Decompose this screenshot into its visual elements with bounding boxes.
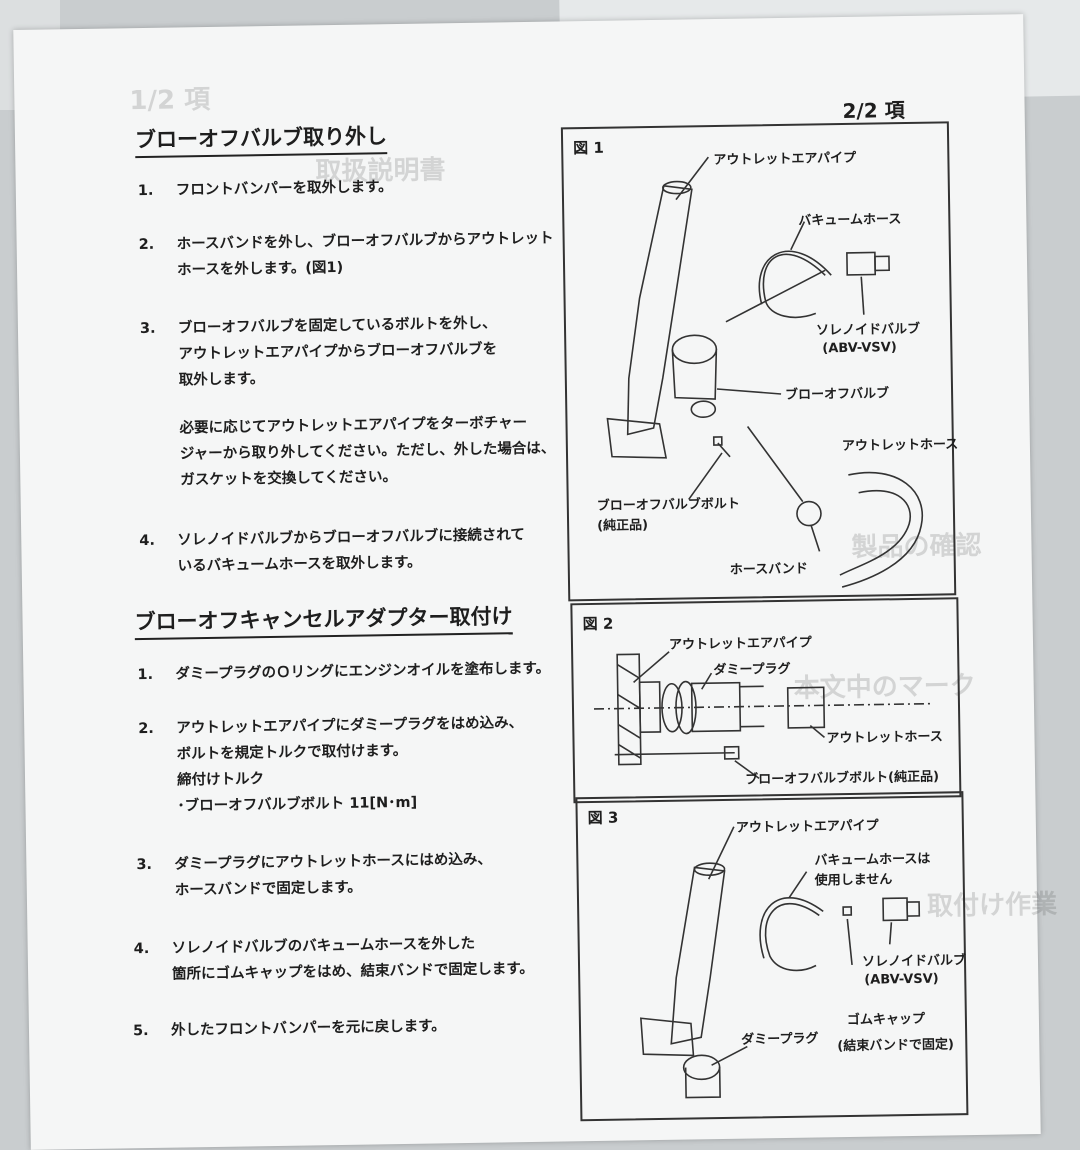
fig1-label-outlet-air-pipe: アウトレットエアパイプ — [713, 150, 857, 169]
section-title-removal: ブローオフバルブ取り外し — [134, 120, 388, 159]
page-number: 2/2 項 — [842, 98, 905, 123]
fig3-label-dummy-plug: ダミープラグ — [741, 1031, 819, 1048]
fig3-label-outlet-air-pipe: アウトレットエアパイプ — [735, 818, 879, 836]
install-step-1: 1.ダミープラグのＯリングにエンジンオイルを塗布します。 — [137, 660, 551, 684]
fig1-label-blow-off-valve: ブローオフバルブ — [784, 386, 890, 403]
bleed-through-text: 1/2 項 — [129, 84, 211, 117]
removal-step-3: 3.ブローオフバルブを固定しているボルトを外し、アウトレットエアパイプからブロー… — [139, 315, 498, 389]
fig1-label-solenoid-code: (ABV-VSV) — [822, 340, 897, 357]
install-step-4: 4.ソレノイドバルブのバキュームホースを外した箇所にゴムキャップをはめ、結束バン… — [133, 935, 534, 983]
fig2-label-bolt: ブローオフバルブボルト(純正品) — [745, 769, 940, 788]
removal-step-4: 4.ソレノイドバルブからブローオフバルブに接続されているバキュームホースを取外し… — [139, 527, 525, 575]
fig1-label-vacuum-hose: バキュームホース — [798, 212, 902, 229]
removal-step-2: 2.ホースバンドを外し、ブローオフバルブからアウトレットホースを外します。(図1… — [138, 230, 554, 279]
fig3-label-solenoid-valve: ソレノイドバルブ — [861, 953, 967, 970]
fig2-label-outlet-hose: アウトレットホース — [826, 729, 943, 747]
figure-2-drawing — [593, 651, 934, 780]
fig3-label-rubber-cap: ゴムキャップ — [846, 1011, 926, 1029]
install-step-2: 2.アウトレットエアパイプにダミープラグをはめ込み、ボルトを規定トルクで取付けま… — [138, 715, 524, 815]
fig1-label-bolt-note: (純正品) — [597, 518, 649, 534]
fig3-label-vacuum-hose-line1: バキュームホースは — [814, 851, 931, 869]
fig2-label-outlet-air-pipe: アウトレットエアパイプ — [668, 635, 812, 653]
fig1-label-bolt: ブローオフバルブボルト — [596, 496, 740, 514]
fig1-label-outlet-hose: アウトレットホース — [841, 437, 959, 455]
fig3-label-vacuum-hose-line2: 使用しません — [814, 872, 893, 889]
figure-1: 図 1 — [560, 121, 959, 602]
fig3-label-solenoid-code: (ABV-VSV) — [864, 971, 939, 988]
section-title-installation: ブローオフキャンセルアダプター取付け — [134, 600, 513, 641]
removal-step-1: 1.フロントバンパーを取外します。 — [137, 179, 393, 200]
figure-2: 図 2 アウトレットエアパイプ ダミープラグ アウトレット — [570, 597, 962, 804]
install-step-3: 3.ダミープラグにアウトレットホースにはめ込み、ホースバンドで固定します。 — [136, 851, 492, 899]
figure-3: 図 3 アウトレットエアパイプ バキュームホースは 使用し — [575, 791, 969, 1122]
fig1-label-hose-band: ホースバンド — [729, 561, 808, 578]
figure-3-drawing — [640, 826, 921, 1099]
install-step-5: 5.外したフロントバンパーを元に戻します。 — [132, 1018, 446, 1040]
fig1-label-solenoid-valve: ソレノイドバルブ — [815, 321, 921, 339]
fig2-label-dummy-plug: ダミープラグ — [713, 661, 791, 679]
fig3-label-rubber-cap-note: (結束バンドで固定) — [837, 1037, 954, 1055]
removal-note: 必要に応じてアウトレットエアパイプをターボチャージャーから取り外してください。た… — [179, 414, 556, 489]
figure-1-drawing — [606, 156, 924, 588]
instruction-sheet: 1/2 項 取扱説明書 製品の確認 本文中のマーク 取付け作業 2/2 項 ブロ… — [13, 14, 1057, 1150]
